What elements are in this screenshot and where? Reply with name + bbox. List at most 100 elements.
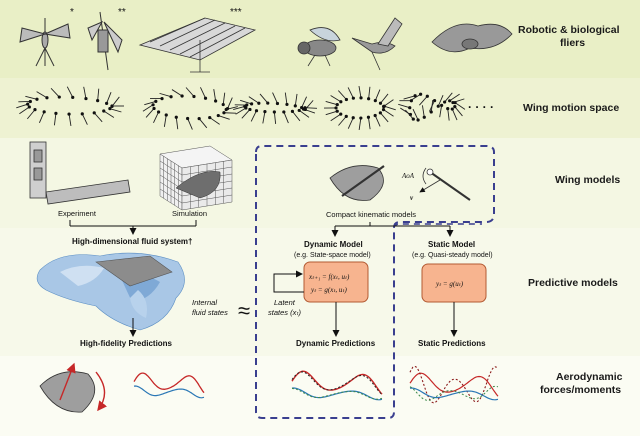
wing-section-mark <box>374 115 381 127</box>
wing-leading-edge-dot <box>164 113 168 117</box>
marker-single: * <box>70 7 74 18</box>
wing-leading-edge-dot <box>436 104 440 108</box>
internal-states-line2: fluid states <box>192 308 228 317</box>
static-eq: yₜ = g(uₜ) <box>435 280 464 288</box>
wing-section-mark <box>298 110 310 118</box>
wing-motion-patterns <box>16 86 466 131</box>
marker-triple: *** <box>230 7 242 18</box>
wing-section-mark <box>83 86 87 99</box>
wing-leading-edge-dot <box>344 97 348 102</box>
hifi-wing <box>39 362 108 413</box>
hummingbird <box>351 17 403 71</box>
robotic-flier-3 <box>138 17 257 73</box>
simulation-grid <box>159 145 233 211</box>
wing-section-mark <box>304 100 314 110</box>
wing-section-mark <box>241 109 251 119</box>
dynamic-predictions: Dynamic Predictions <box>296 339 376 348</box>
wing-leading-edge-dot <box>33 108 37 112</box>
wing-leading-edge-dot <box>84 96 88 101</box>
band-models <box>0 138 640 228</box>
wing-leading-edge-dot <box>409 99 413 103</box>
static-model-subtitle: (e.g. Quasi-steady model) <box>412 252 493 259</box>
wing-section-mark <box>93 112 103 123</box>
wing-leading-edge-dot <box>425 94 429 98</box>
bat <box>431 23 513 53</box>
wing-leading-edge-dot <box>335 109 339 113</box>
wing-leading-edge-dot <box>71 95 75 99</box>
wing-leading-edge-dot <box>180 94 184 98</box>
wing-section-mark <box>273 111 277 125</box>
wing-leading-edge-dot <box>373 98 377 103</box>
wing-leading-edge-dot <box>408 106 412 110</box>
wing-section-mark <box>454 102 466 110</box>
wing-section-mark <box>383 109 394 117</box>
wing-section-mark <box>248 96 260 104</box>
wing-leading-edge-dot <box>448 99 452 103</box>
wing-leading-edge-dot <box>432 98 437 103</box>
experiment-rig <box>29 141 131 205</box>
wing-leading-edge-dot <box>378 111 382 115</box>
wing-leading-edge-dot <box>80 112 84 116</box>
wing-section-mark <box>53 113 57 126</box>
experiment-label: Experiment <box>58 209 97 218</box>
wing-leading-edge-dot <box>156 110 161 114</box>
static-force-true <box>409 372 499 397</box>
wing-leading-edge-dot <box>254 109 259 113</box>
dynamic-force-true <box>291 370 383 395</box>
wing-leading-edge-dot <box>28 99 32 104</box>
wing-leading-edge-dot <box>359 96 363 100</box>
wing-section-mark <box>25 95 38 100</box>
wing-leading-edge-dot <box>169 95 173 99</box>
wing-section-mark <box>19 106 30 115</box>
wing-section-mark <box>153 111 159 124</box>
wing-section-mark <box>338 90 347 100</box>
wing-section-mark <box>103 110 115 118</box>
wing-leading-edge-dot <box>67 112 71 116</box>
dynamic-eq-1: xₜ₊₁ = f(xₜ, uₜ) <box>308 273 350 281</box>
fluid-system-title: High-dimensional fluid system† <box>72 237 192 246</box>
wing-leading-edge-dot <box>451 100 455 105</box>
wing-leading-edge-dot <box>351 116 355 120</box>
wing-section-mark <box>36 91 48 99</box>
velocity-label: v <box>410 194 414 202</box>
wing-section-mark <box>398 103 410 109</box>
grid-line <box>159 188 183 204</box>
wing-leading-edge-dot <box>35 97 39 101</box>
dynamic-model-box <box>303 261 369 303</box>
wing-section-mark <box>384 105 396 111</box>
wing-leading-edge-dot <box>339 100 343 104</box>
row-label-motion: Wing motion space <box>523 102 619 114</box>
wing-leading-edge-dot <box>216 113 220 118</box>
wing-leading-edge-dot <box>45 96 49 100</box>
wing-section-mark <box>419 95 428 106</box>
wing-section-mark <box>421 105 425 118</box>
wing-section-mark <box>325 110 338 116</box>
wing-section-mark <box>159 92 172 98</box>
wing-section-mark <box>367 117 371 130</box>
wing-leading-edge-dot <box>303 107 307 112</box>
wing-leading-edge-dot <box>335 103 339 107</box>
wing-leading-edge-dot <box>192 94 196 99</box>
wing-leading-edge-dot <box>429 110 433 114</box>
wing-section-mark <box>283 111 289 124</box>
wing-section-mark <box>235 107 247 115</box>
wing-leading-edge-dot <box>373 113 377 118</box>
hifi-force-curve <box>133 372 205 394</box>
latent-loop <box>273 270 304 293</box>
band-motion <box>0 78 640 138</box>
motion-ellipsis: · · · · <box>468 100 494 114</box>
wing-leading-edge-dot <box>411 117 415 121</box>
wing-section-mark <box>262 111 266 124</box>
wing-section-mark <box>145 108 155 118</box>
dynamic-model-subtitle: (e.g. State-space model) <box>294 252 371 259</box>
wing-leading-edge-dot <box>27 105 31 109</box>
wing-section-mark <box>347 117 354 129</box>
wing-section-mark <box>358 86 362 98</box>
wing-section-mark <box>374 89 381 101</box>
aoa-diagram <box>419 167 471 201</box>
wing-section-mark <box>368 86 371 99</box>
wing-section-mark <box>383 99 394 107</box>
wing-leading-edge-dot <box>54 111 58 115</box>
band-fliers <box>0 0 640 78</box>
